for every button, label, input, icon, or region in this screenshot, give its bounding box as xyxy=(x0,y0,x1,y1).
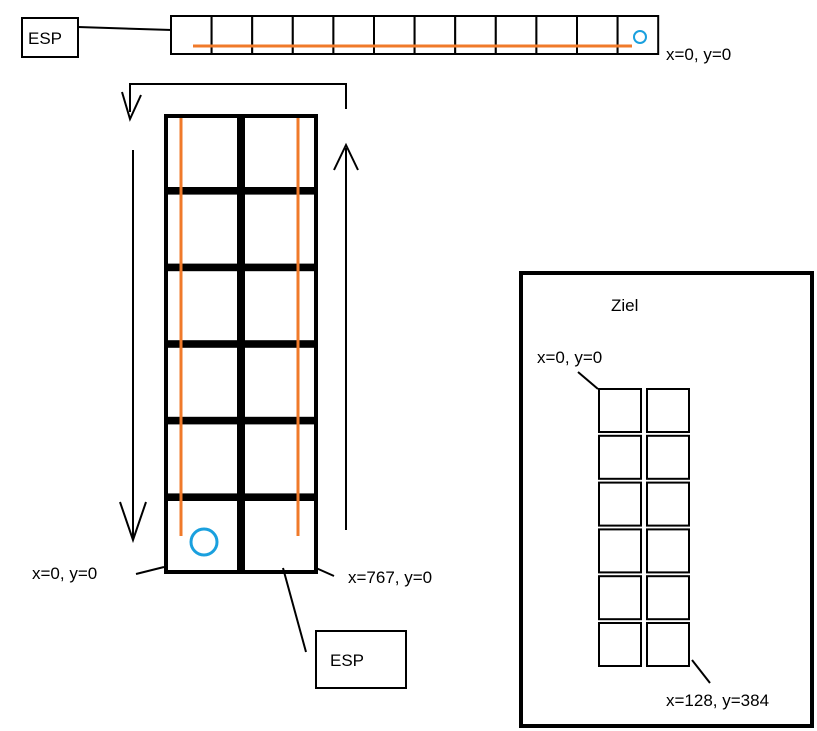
target-end-label: x=128, y=384 xyxy=(666,691,769,710)
target-end-pointer xyxy=(691,659,711,684)
target-grid-cell xyxy=(598,528,642,574)
top-strip-cell xyxy=(576,15,619,55)
left-grid-cell xyxy=(241,343,318,421)
target-grid-cell xyxy=(646,622,690,667)
top-strip-cell xyxy=(454,15,497,55)
esp-top-connector xyxy=(77,26,173,31)
target-grid-cell xyxy=(598,388,642,433)
esp-label-bottom: ESP xyxy=(330,651,364,670)
left-grid-cell xyxy=(241,114,318,191)
left-grid-origin-label: x=0, y=0 xyxy=(32,564,97,583)
target-panel: Ziel x=0, y=0 x=128, y=384 xyxy=(519,271,814,728)
top-strip-cells xyxy=(170,15,660,55)
top-strip-origin-label: x=0, y=0 xyxy=(666,45,731,64)
target-grid-cell xyxy=(598,575,642,621)
esp-box-bottom xyxy=(315,630,407,689)
left-grid-cell xyxy=(164,190,241,268)
top-strip-cell xyxy=(373,15,416,55)
target-grid-cell xyxy=(646,388,690,433)
top-strip-cell xyxy=(616,15,660,55)
top-led-strip: ESP x=0, y=0 xyxy=(21,15,731,64)
target-grid-cell xyxy=(598,434,642,480)
target-grid-cell xyxy=(598,481,642,527)
target-grid-cell xyxy=(646,528,690,574)
left-grid-cell xyxy=(164,497,241,574)
down-arrow-head xyxy=(119,501,147,544)
circle-marker-icon xyxy=(189,527,219,557)
loop-arrow-icon xyxy=(129,83,347,112)
esp-label-top: ESP xyxy=(28,29,62,48)
left-led-grid: x=0, y=0 x=767, y=0 ESP xyxy=(32,83,432,689)
left-grid-cell xyxy=(241,267,318,345)
target-panel-title: Ziel xyxy=(611,296,638,315)
target-grid-cell xyxy=(598,622,642,667)
origin-pointer-line xyxy=(135,566,165,575)
left-grid-cell xyxy=(241,497,318,574)
top-strip-cell xyxy=(291,15,335,55)
left-grid-cell xyxy=(164,343,241,421)
left-grid-cell xyxy=(164,114,241,191)
target-origin-label: x=0, y=0 xyxy=(537,348,602,367)
esp-box-top xyxy=(21,17,79,58)
target-panel-frame xyxy=(519,271,814,728)
top-strip-cell xyxy=(535,15,579,55)
left-grid-cell xyxy=(164,267,241,345)
target-grid-cell xyxy=(646,481,690,527)
top-strip-cell xyxy=(170,15,213,55)
circle-marker-icon xyxy=(633,30,647,44)
top-strip-cell xyxy=(210,15,254,55)
left-grid-cell xyxy=(241,420,318,498)
end-pointer-line xyxy=(315,567,335,577)
left-grid-end-label: x=767, y=0 xyxy=(348,568,432,587)
esp-bottom-connector xyxy=(282,567,307,653)
top-strip-cell xyxy=(251,15,294,55)
left-grid-cells xyxy=(164,114,318,574)
loop-arrow-head xyxy=(121,91,142,122)
target-origin-pointer xyxy=(577,371,599,390)
target-grid-cells xyxy=(598,388,690,667)
top-strip-cell xyxy=(332,15,375,55)
top-strip-cell xyxy=(413,15,457,55)
target-grid-cell xyxy=(646,575,690,621)
left-grid-cell xyxy=(164,420,241,498)
top-strip-cell xyxy=(494,15,538,55)
left-grid-cell xyxy=(241,190,318,268)
target-grid-cell xyxy=(646,434,690,480)
up-arrow-head xyxy=(333,142,359,171)
